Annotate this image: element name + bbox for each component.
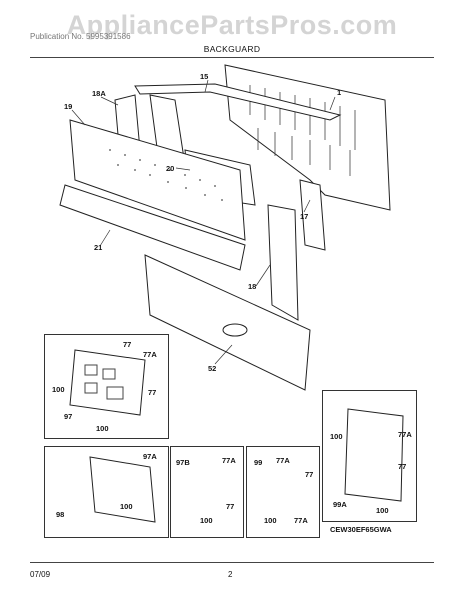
footer-date: 07/09 [30, 570, 51, 579]
inset-board-99a [322, 390, 417, 522]
inset5-callout-99a: 99A [333, 500, 347, 509]
callout-20: 20 [166, 164, 175, 173]
inset1-callout-97: 97 [64, 412, 73, 421]
top-rail-part [134, 83, 342, 121]
model-number: CEW30EF65GWA [330, 525, 392, 534]
inset-board-99 [246, 446, 320, 538]
front-trim-part [59, 184, 246, 271]
inset1-callout-77a: 77A [143, 350, 157, 359]
right-bracket-part [299, 179, 326, 251]
inset1-callout-77b: 77 [148, 388, 157, 397]
inset5-callout-100b: 100 [376, 506, 389, 515]
console-panel-part [69, 119, 246, 241]
inset2-callout-98: 98 [56, 510, 65, 519]
inset4-callout-100: 100 [264, 516, 277, 525]
inset-board-99a-drawing [344, 408, 404, 502]
publication-header: Publication No. 5995391586 [30, 32, 131, 41]
inset2-callout-97a: 97A [143, 452, 157, 461]
watermark: AppliancePartsPros.com [66, 10, 398, 40]
top-rule [30, 57, 434, 58]
inset1-callout-100b: 100 [96, 424, 109, 433]
bottom-rule [30, 562, 434, 563]
inset-board-97 [44, 334, 169, 439]
callout-18: 18 [248, 282, 257, 291]
callout-21: 21 [94, 243, 103, 252]
callout-15: 15 [200, 72, 209, 81]
inset1-callout-77: 77 [123, 340, 132, 349]
inset-board-97a [44, 446, 169, 538]
inset1-callout-100a: 100 [52, 385, 65, 394]
inset3-callout-97b: 97B [176, 458, 190, 467]
side-bracket-part [267, 204, 299, 321]
inset4-callout-99: 99 [254, 458, 263, 467]
inset-board-97a-drawing [89, 456, 156, 523]
callout-52: 52 [208, 364, 217, 373]
inset-board-97b [170, 446, 244, 538]
inset5-callout-100: 100 [330, 432, 343, 441]
inset3-callout-77: 77 [226, 502, 235, 511]
inset3-callout-100: 100 [200, 516, 213, 525]
callout-18a: 18A [92, 89, 106, 98]
callout-17: 17 [300, 212, 309, 221]
inset4-callout-77: 77 [305, 470, 314, 479]
callout-1: 1 [337, 88, 342, 97]
inset4-callout-77a-2: 77A [294, 516, 308, 525]
base-plate-hole [222, 323, 248, 337]
callout-19: 19 [64, 102, 73, 111]
inset5-callout-77a: 77A [398, 430, 412, 439]
section-title: BACKGUARD [203, 44, 261, 54]
inset4-callout-77a: 77A [276, 456, 290, 465]
inset2-callout-100: 100 [120, 502, 133, 511]
inset-board-97-drawing [69, 349, 146, 416]
inset3-callout-77a: 77A [222, 456, 236, 465]
inset5-callout-77: 77 [398, 462, 407, 471]
footer-page-number: 2 [228, 570, 233, 579]
base-plate-part [144, 254, 311, 391]
